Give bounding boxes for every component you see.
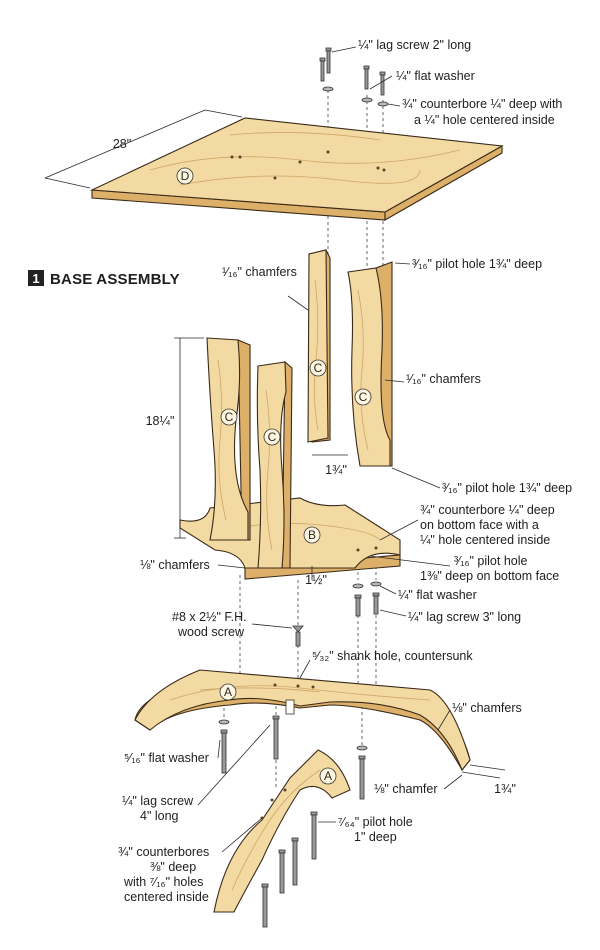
post-front-left: C — [206, 337, 251, 541]
label-pilot-hub-1: ³⁄₁₆" pilot hole — [454, 554, 528, 568]
lag-screw-icon — [358, 755, 366, 800]
label-wood-screw-1: #8 x 2½" F.H. — [172, 610, 247, 624]
label-counterbore-hub-2: on bottom face with a — [420, 518, 539, 532]
label-chamfer-1-8: ⅛" chamfer — [374, 782, 438, 796]
label-lag-screw-4in-2: 4" long — [140, 809, 179, 823]
label-counterbores-foot-1: ¾" counterbores — [118, 845, 209, 859]
label-chamfers-1-16-right: ¹⁄₁₆" chamfers — [406, 372, 481, 386]
label-pilot-hub-2: 1⅜" deep on bottom face — [420, 569, 559, 583]
foot-lag-screws — [218, 715, 368, 800]
label-counterbore-top-1: ¾" counterbore ¼" deep with — [402, 97, 562, 111]
top-width-dimension: 28" — [113, 137, 131, 151]
label-counterbores-foot-4: centered inside — [124, 890, 209, 904]
part-label-hub: B — [308, 528, 316, 542]
label-flat-washer-hub: ¼" flat washer — [398, 588, 477, 602]
part-label-post: C — [359, 390, 368, 404]
label-counterbore-hub-3: ¼" hole centered inside — [420, 533, 550, 547]
label-counterbore-top-2: a ¼" hole centered inside — [414, 113, 555, 127]
post-front-right: C — [256, 360, 293, 569]
lag-screw-icon — [310, 811, 318, 860]
hub-lag-screws — [352, 581, 382, 617]
table-top-part: D — [89, 117, 504, 221]
wood-screw-icon — [292, 625, 304, 647]
lag-screw-icon — [363, 65, 370, 90]
part-label-post: C — [268, 430, 277, 444]
foot-front-part: A — [213, 749, 351, 913]
part-label-circle — [176, 167, 194, 185]
washer-icon — [352, 583, 364, 589]
post-back-left: C — [307, 249, 331, 443]
part-label-circle — [319, 767, 337, 785]
lag-screw-icon — [278, 849, 286, 894]
part-label-circle — [219, 683, 237, 701]
lag-screw-icon — [372, 592, 380, 615]
part-label-foot: A — [224, 685, 232, 699]
label-chamfers-1-8-foot: ⅛" chamfers — [452, 701, 522, 715]
part-label-circle — [309, 359, 327, 377]
label-shank-hole: ⁵⁄₃₂" shank hole, countersunk — [312, 649, 473, 663]
lag-screw-icon — [291, 837, 299, 886]
callout-labels: ¼" lag screw 2" long ¼" flat washer ¾" c… — [118, 38, 572, 904]
part-label-top: D — [181, 169, 190, 183]
hub-thickness-dimension: 1½" — [305, 573, 327, 587]
lag-screw-icon — [220, 729, 228, 774]
lag-screw-icon — [261, 883, 269, 928]
part-label-circle — [220, 408, 238, 426]
part-label-circle — [354, 388, 372, 406]
section-title-text: BASE ASSEMBLY — [50, 271, 180, 288]
washer-icon — [356, 745, 368, 751]
washer-icon — [218, 719, 230, 725]
label-lag-screw-2in: ¼" lag screw 2" long — [358, 38, 471, 52]
washer-icon — [322, 86, 334, 92]
front-foot-screws — [261, 811, 318, 928]
part-label-post: C — [225, 410, 234, 424]
label-wood-screw-2: wood screw — [177, 625, 245, 639]
label-flat-washer-top: ¼" flat washer — [396, 69, 475, 83]
label-pilot-hole-top: ³⁄₁₆" pilot hole 1¾" deep — [412, 257, 542, 271]
section-badge — [28, 270, 44, 286]
label-pilot-foot-1: ⁷⁄₆₄" pilot hole — [338, 815, 413, 829]
section-title: 1 BASE ASSEMBLY — [28, 270, 180, 288]
label-flat-washer-foot: ⁵⁄₁₆" flat washer — [124, 751, 209, 765]
washer-icon — [361, 97, 373, 103]
label-counterbores-foot-3: with ⁷⁄₁₆" holes — [123, 875, 203, 889]
label-counterbores-foot-2: ⅜" deep — [150, 860, 196, 874]
lag-screw-icon — [272, 715, 280, 760]
lag-screw-icon — [354, 594, 362, 617]
dimension-post-height: 18¼" — [146, 337, 204, 539]
label-chamfers-1-8-hub: ⅛" chamfers — [140, 558, 210, 572]
washer-icon — [370, 581, 382, 587]
label-pilot-foot-2: 1" deep — [354, 830, 397, 844]
lag-screw-icon — [379, 71, 386, 96]
post-back-right: C — [347, 261, 393, 467]
dimension-hub-thickness: 1½" — [305, 566, 327, 587]
post-gap-dimension: 1¾" — [325, 463, 347, 477]
part-label-circle — [263, 428, 281, 446]
section-number: 1 — [32, 271, 39, 286]
leader-lines — [197, 46, 463, 853]
foot-height-dimension: 1¾" — [494, 782, 516, 796]
lag-screw-icon — [319, 57, 326, 82]
dimension-post-gap: 1¾" — [312, 454, 348, 477]
part-label-circle — [303, 526, 321, 544]
label-pilot-hole-lower: ³⁄₁₆" pilot hole 1¾" deep — [442, 481, 572, 495]
dimension-foot-height: 1¾" — [461, 764, 516, 796]
label-lag-screw-3in: ¼" lag screw 3" long — [408, 610, 521, 624]
part-label-post: C — [314, 361, 323, 375]
label-counterbore-hub-1: ¾" counterbore ¼" deep — [420, 503, 555, 517]
label-chamfers-1-16-left: ¹⁄₁₆" chamfers — [222, 265, 297, 279]
dimension-top-width: 28" — [44, 109, 243, 189]
part-label-foot: A — [324, 769, 332, 783]
lag-screw-icon — [325, 47, 332, 74]
label-lag-screw-4in-1: ¼" lag screw — [122, 794, 194, 808]
top-lag-screws — [319, 47, 389, 107]
foot-rear-part: A — [134, 669, 471, 772]
washer-icon — [377, 101, 389, 107]
post-height-dimension: 18¼" — [146, 414, 175, 428]
